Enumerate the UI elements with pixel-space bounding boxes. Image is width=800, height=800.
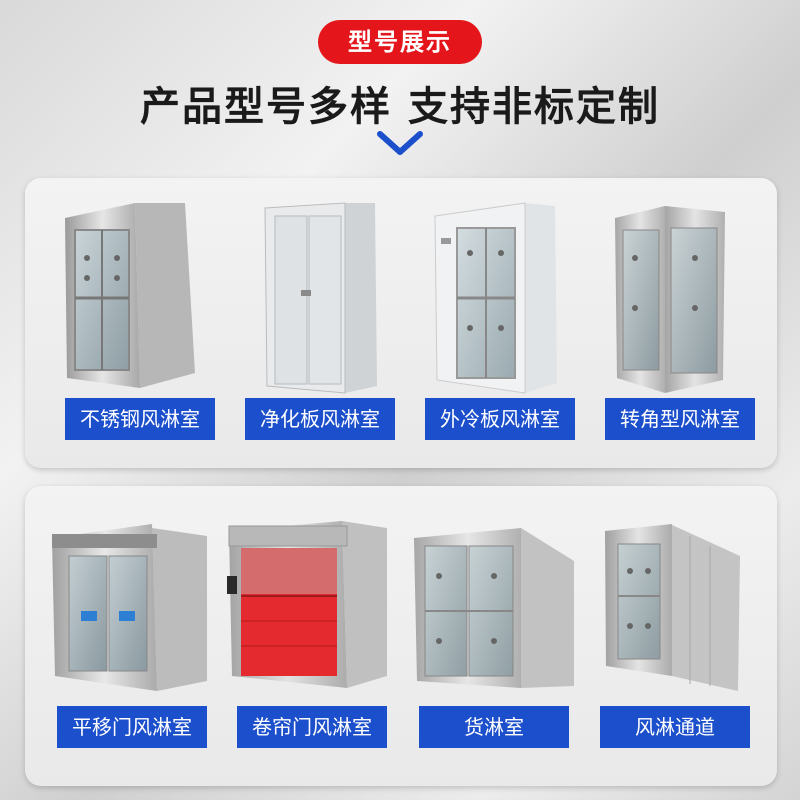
- page-title: 产品型号多样 支持非标定制: [140, 84, 660, 130]
- sliding-door-air-shower-image: [52, 524, 207, 691]
- product-label[interactable]: 卷帘门风淋室: [237, 706, 387, 748]
- section-header: 型号展示 产品型号多样 支持非标定制: [0, 0, 800, 165]
- roller-door-air-shower-image: [227, 521, 387, 688]
- product-label[interactable]: 净化板风淋室: [245, 398, 395, 440]
- product-label[interactable]: 货淋室: [419, 706, 569, 748]
- air-shower-tunnel-image: [605, 524, 740, 691]
- cold-board-air-shower-image: [434, 202, 557, 394]
- product-label[interactable]: 转角型风淋室: [605, 398, 755, 440]
- product-label[interactable]: 外冷板风淋室: [425, 398, 575, 440]
- section-badge: 型号展示: [318, 20, 482, 64]
- chevron-down-icon: [377, 131, 423, 155]
- clean-board-air-shower-image: [264, 202, 377, 394]
- corner-air-shower-image: [615, 206, 725, 393]
- product-label[interactable]: 平移门风淋室: [57, 706, 207, 748]
- product-panel-top: 不锈钢风淋室 净化板风淋室 外冷板风: [25, 178, 777, 468]
- product-panel-bottom: 平移门风淋室 卷帘门风淋室: [25, 486, 777, 786]
- cargo-shower-image: [414, 528, 574, 688]
- stainless-air-shower-image: [65, 203, 195, 388]
- product-label[interactable]: 风淋通道: [600, 706, 750, 748]
- product-label[interactable]: 不锈钢风淋室: [65, 398, 215, 440]
